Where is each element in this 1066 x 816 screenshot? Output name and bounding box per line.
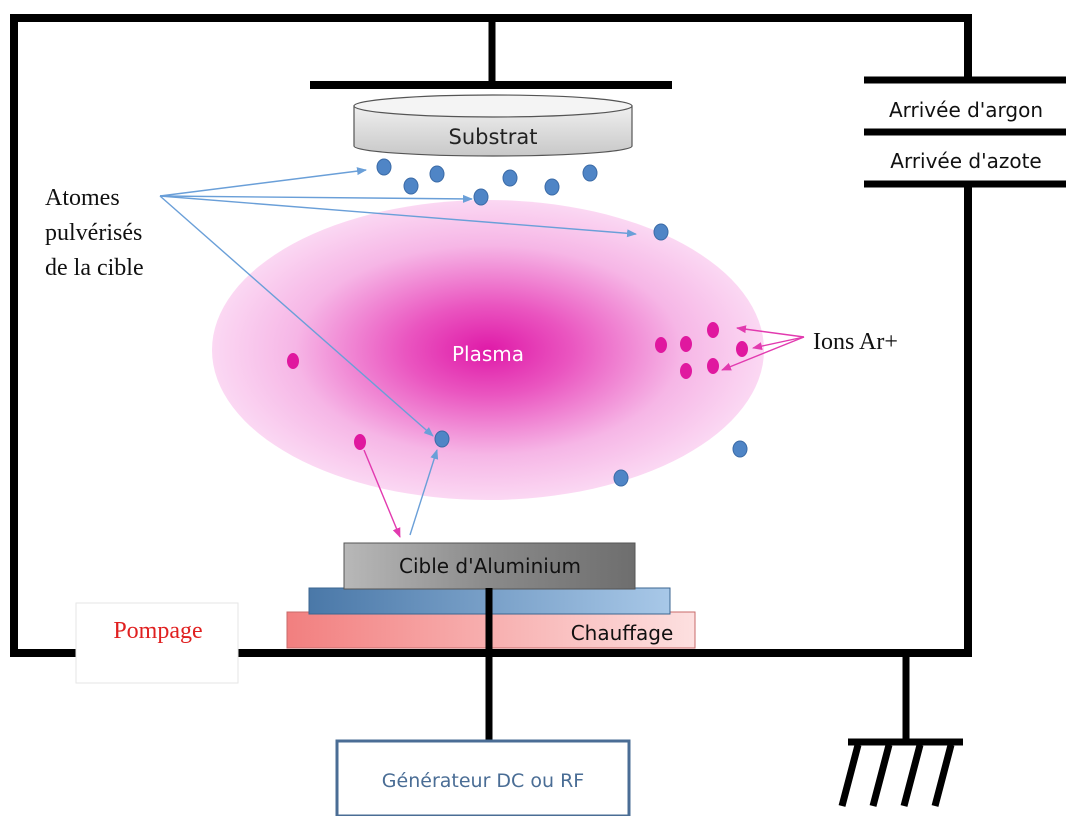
sputtered-atoms-label-line3: de la cible	[45, 255, 144, 281]
ions-label: Ions Ar+	[813, 329, 898, 355]
sputtered-atom	[544, 178, 560, 196]
sputtered-atom	[473, 188, 489, 206]
argon-ion	[707, 322, 719, 338]
sputtered-atom	[582, 164, 598, 182]
substrate-holder	[310, 18, 672, 89]
target-label: Cible d'Aluminium	[399, 554, 581, 578]
substrate-label: Substrat	[449, 125, 538, 149]
argon-ion	[287, 353, 299, 369]
generator-box	[335, 739, 631, 816]
sputtered-atom	[732, 440, 748, 458]
argon-ions	[287, 322, 748, 450]
argon-ion	[354, 434, 366, 450]
sputtered-atom-arrows	[159, 167, 637, 536]
argon-inlet-label: Arrivée d'argon	[889, 98, 1043, 122]
sputtered-atom	[376, 158, 392, 176]
argon-ion	[680, 363, 692, 379]
plasma-cloud	[212, 200, 764, 500]
sputtered-atom	[403, 177, 419, 195]
substrate	[353, 94, 633, 157]
sputtered-atoms-label-line1: Atomes	[45, 185, 120, 211]
ground-symbol	[838, 653, 963, 807]
plasma-label: Plasma	[452, 342, 524, 366]
argon-ion	[736, 341, 748, 357]
sputtered-atom	[434, 430, 450, 448]
argon-ion	[707, 358, 719, 374]
sputtered-atom	[653, 223, 669, 241]
heating-label: Chauffage	[571, 621, 674, 645]
argon-ion	[655, 337, 667, 353]
pumping-box	[75, 602, 239, 684]
sputtered-atoms	[376, 158, 748, 487]
aluminium-target	[343, 542, 636, 590]
ion-arrows	[363, 325, 805, 538]
sputtered-atom	[613, 469, 629, 487]
generator-label: Générateur DC ou RF	[382, 770, 584, 792]
argon-ion	[680, 336, 692, 352]
pumping-label: Pompage	[113, 618, 202, 644]
sputtered-atom	[429, 165, 445, 183]
nitrogen-inlet-label: Arrivée d'azote	[890, 149, 1041, 173]
gas-inlet-pipes	[864, 76, 1066, 188]
sputtered-atom	[502, 169, 518, 187]
sputtered-atoms-label-line2: pulvérisés	[45, 220, 142, 246]
